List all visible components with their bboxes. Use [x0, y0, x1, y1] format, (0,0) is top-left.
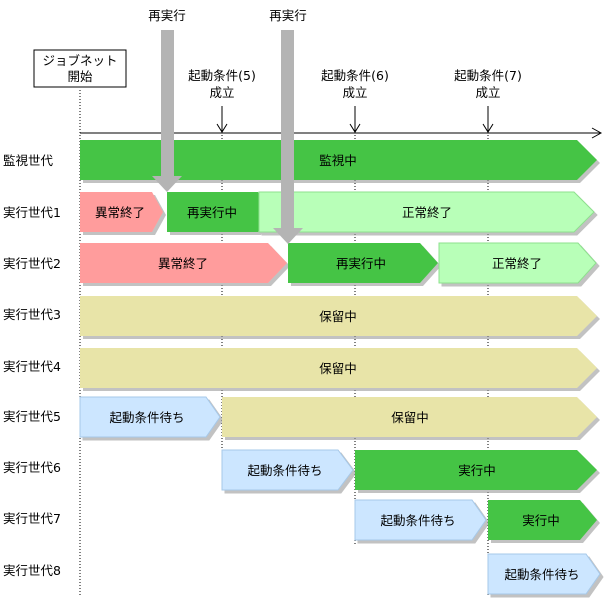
- segment-gen3-pending: [80, 296, 597, 336]
- condition-6-line1: 起動条件(6): [321, 68, 389, 83]
- rerun-label-1: 再実行: [148, 8, 186, 23]
- segment-gen7-waiting-label: 起動条件待ち: [380, 513, 455, 528]
- row-label-gen7: 実行世代7: [3, 511, 61, 526]
- segment-gen4-pending-label: 保留中: [319, 361, 357, 376]
- segment-gen3-pending-label: 保留中: [319, 309, 357, 324]
- start-box-line2: 開始: [67, 69, 93, 84]
- segment-gen7-running: [488, 500, 597, 540]
- segment-gen1-normal-end-label: 正常終了: [402, 205, 452, 220]
- segment-gen8-waiting-label: 起動条件待ち: [504, 567, 579, 582]
- segment-gen5-waiting: [79, 396, 221, 438]
- segment-gen4-pending: [80, 348, 597, 388]
- segment-gen6-running-label: 実行中: [458, 463, 496, 478]
- row-label-monitor: 監視世代: [3, 153, 54, 168]
- start-box: [33, 49, 127, 88]
- segment-gen5-pending-label: 保留中: [391, 410, 429, 425]
- segment-monitoring: [80, 140, 597, 180]
- segment-gen2-abnormal: [80, 243, 287, 283]
- rerun-arrow-1: [152, 30, 182, 192]
- segment-gen7-waiting: [354, 499, 487, 541]
- row-label-gen6: 実行世代6: [3, 460, 61, 475]
- row-label-gen1: 実行世代1: [3, 205, 61, 220]
- segment-gen2-normal-end: [438, 242, 597, 284]
- segment-gen1-rerunning: [167, 192, 270, 232]
- timeline-arrowhead: [591, 127, 603, 139]
- segment-gen2-normal-end-label: 正常終了: [492, 256, 542, 271]
- condition-6-line2: 成立: [342, 85, 367, 100]
- condition-7-line1: 起動条件(7): [454, 68, 522, 83]
- rerun-arrow-2: [273, 30, 303, 244]
- segment-monitoring-label: 監視中: [319, 153, 357, 168]
- segment-gen8-waiting: [487, 553, 601, 595]
- segment-gen1-abnormal-label: 異常終了: [95, 205, 145, 220]
- segment-gen5-pending: [222, 397, 597, 437]
- condition-5-arrowhead: [216, 123, 228, 133]
- condition-7-line2: 成立: [475, 85, 500, 100]
- row-label-gen3: 実行世代3: [3, 307, 61, 322]
- segment-gen2-rerunning: [288, 243, 438, 283]
- segment-gen5-waiting-label: 起動条件待ち: [109, 410, 184, 425]
- start-box-line1: ジョブネット: [42, 53, 117, 68]
- condition-5-line1: 起動条件(5): [188, 68, 256, 83]
- segment-gen1-abnormal: [80, 192, 163, 232]
- segment-gen6-running: [355, 450, 597, 490]
- row-label-gen4: 実行世代4: [3, 359, 61, 374]
- condition-5-line2: 成立: [209, 85, 234, 100]
- row-label-gen5: 実行世代5: [3, 409, 61, 424]
- segment-gen1-rerunning-label: 再実行中: [187, 205, 237, 220]
- condition-6-arrowhead: [349, 123, 361, 133]
- row-label-gen2: 実行世代2: [3, 256, 61, 271]
- condition-7-arrowhead: [482, 123, 494, 133]
- row-label-gen8: 実行世代8: [3, 563, 61, 578]
- segment-gen2-abnormal-label: 異常終了: [158, 256, 208, 271]
- segment-gen1-normal-end: [258, 191, 595, 233]
- rerun-label-2: 再実行: [269, 8, 307, 23]
- segment-gen6-waiting: [221, 449, 354, 491]
- segment-gen6-waiting-label: 起動条件待ち: [247, 463, 322, 478]
- segment-gen2-rerunning-label: 再実行中: [336, 256, 386, 271]
- segment-gen7-running-label: 実行中: [522, 513, 560, 528]
